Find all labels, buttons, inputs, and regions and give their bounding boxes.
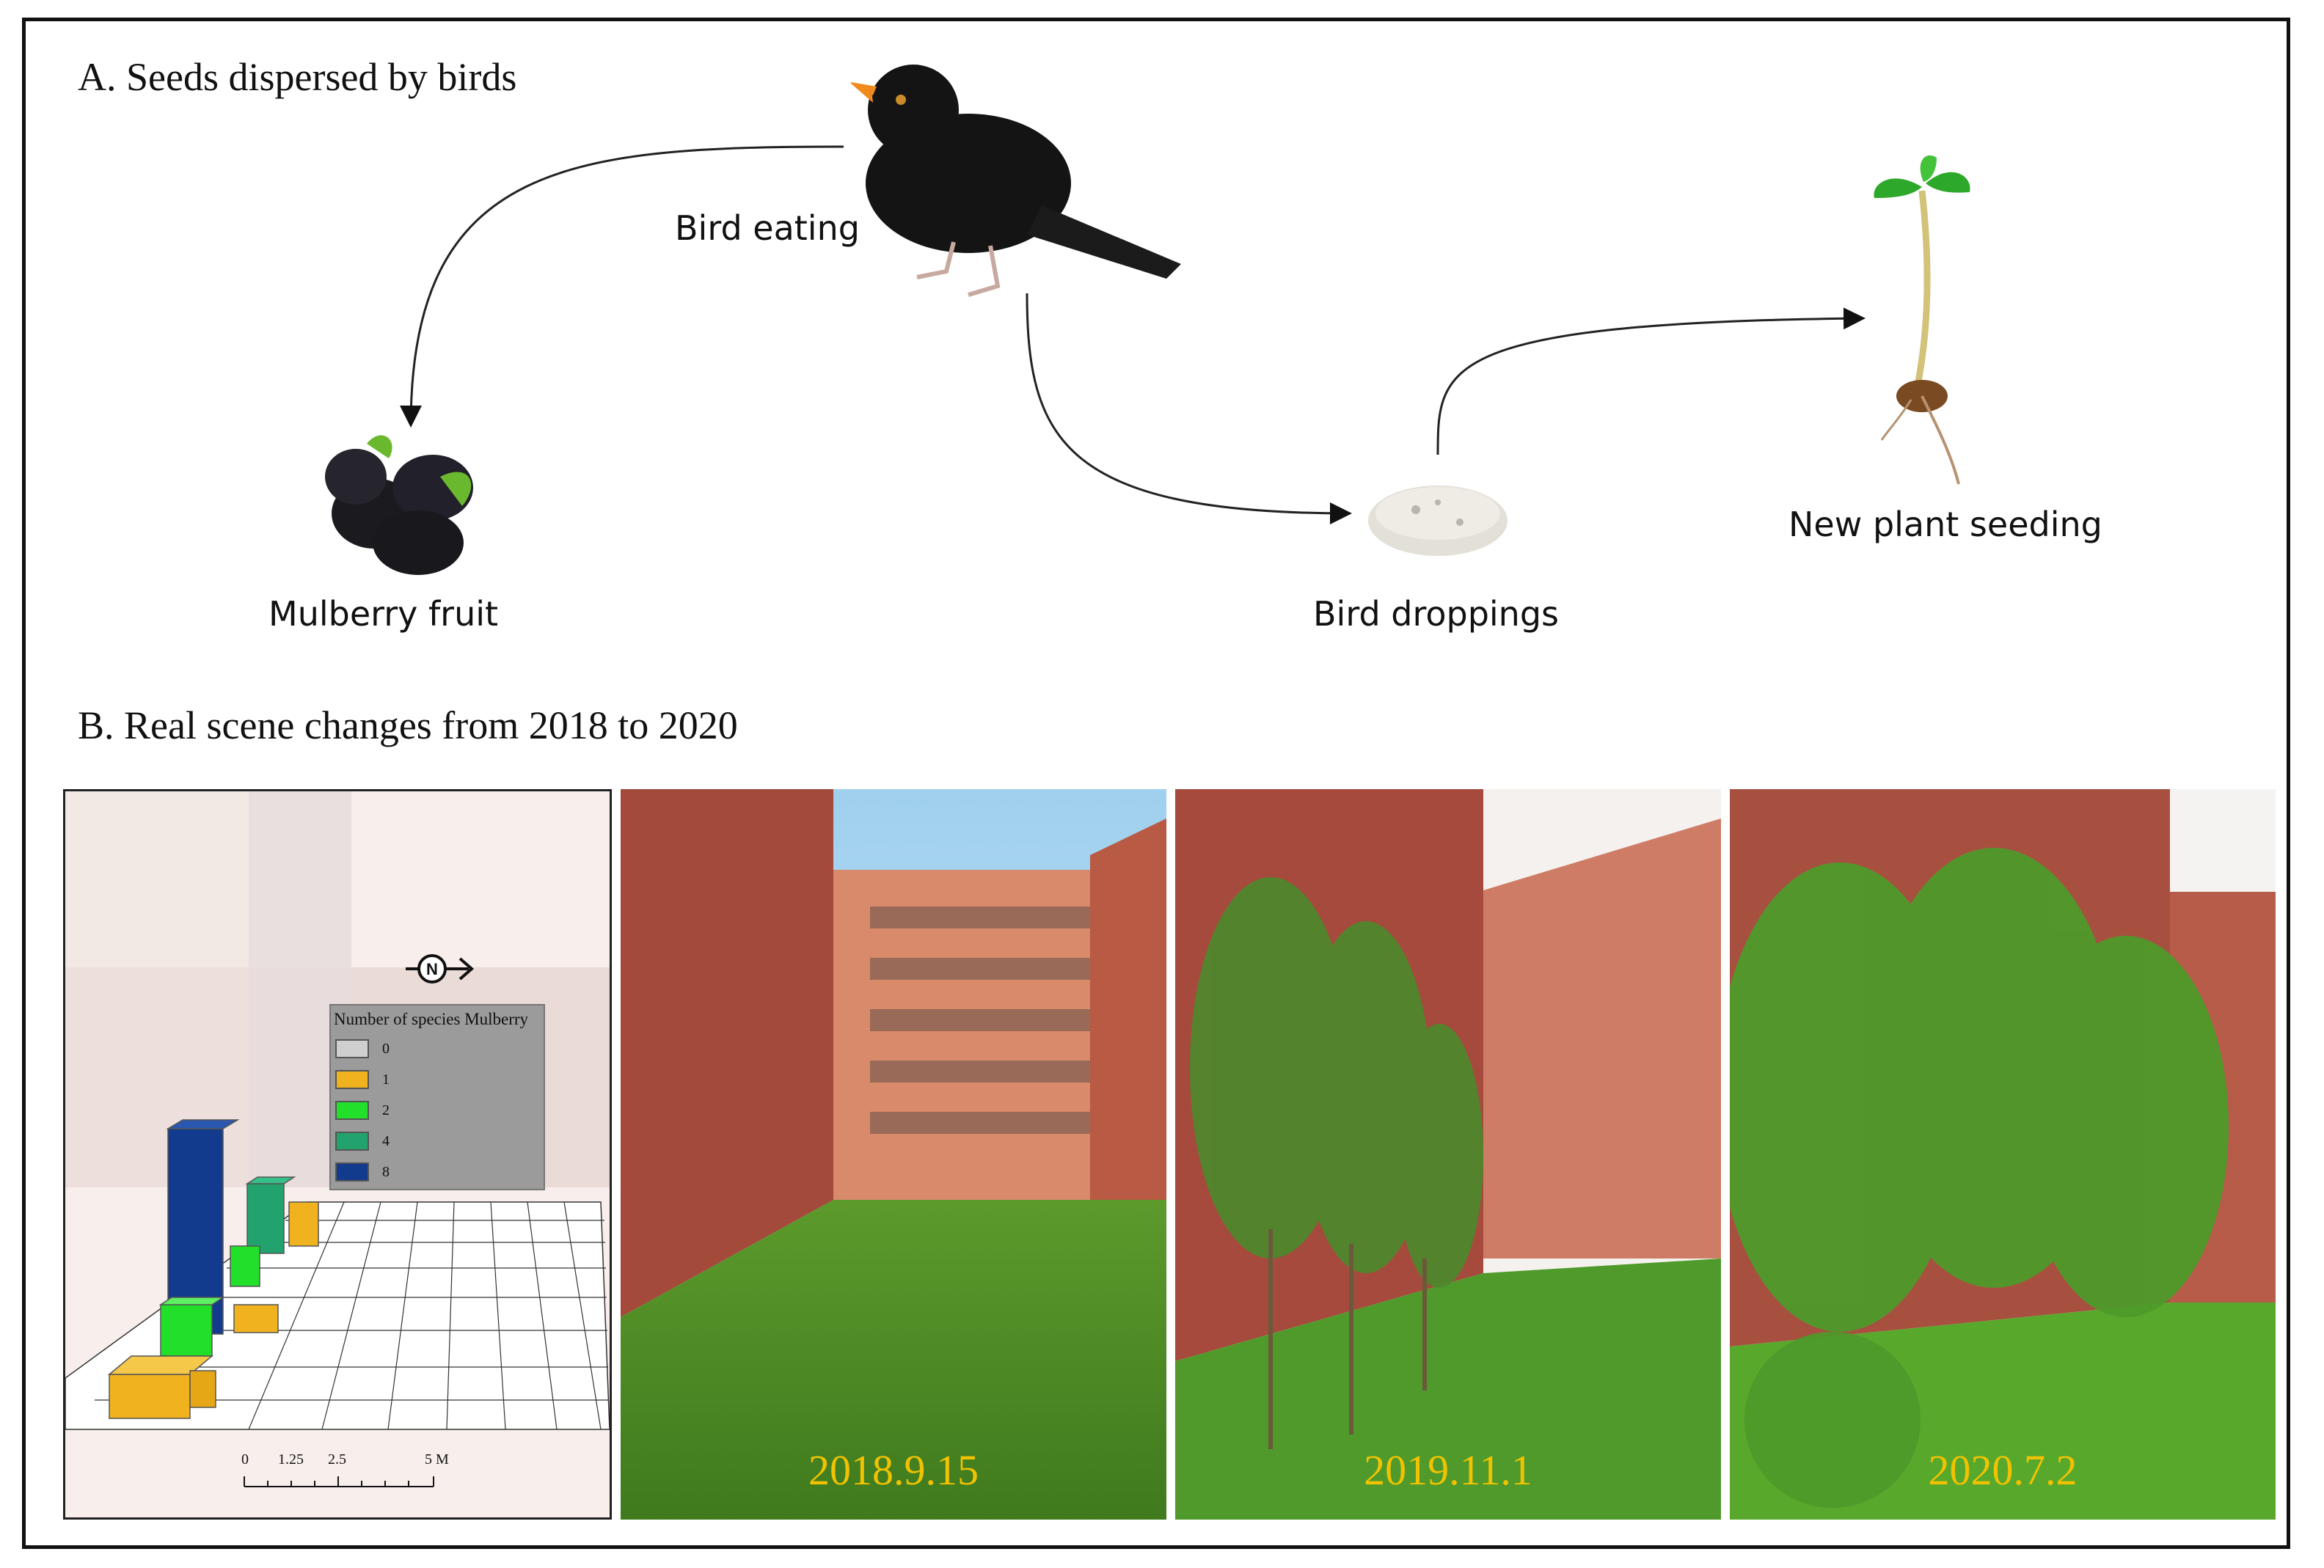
section-b-title: B. Real scene changes from 2018 to 2020: [78, 703, 738, 747]
photo-2019-scene: [1175, 789, 1721, 1520]
legend-item-label: 4: [382, 1132, 390, 1149]
photo-date: 2019.11.1: [1364, 1446, 1532, 1494]
scale-bar: [244, 1476, 434, 1487]
legend-item: 8: [331, 1157, 544, 1187]
label-bird-eating: Bird eating: [675, 208, 860, 248]
section-a-title: A. Seeds dispersed by birds: [78, 55, 517, 99]
legend-item-label: 1: [382, 1071, 390, 1088]
mulberry-distribution-model: N Number of species Mulberry 0 1 2 4 8 0…: [63, 789, 612, 1520]
photo-2020-scene: [1730, 789, 2276, 1520]
arrow-bird-to-droppings: [1026, 293, 1352, 524]
legend-item: 0: [331, 1033, 544, 1064]
seedling-illustration: [1874, 155, 1970, 485]
scale-tick-0: 0: [241, 1451, 249, 1468]
photo-2018-scene: [621, 789, 1166, 1520]
arrow-droppings-to-seedling: [1436, 307, 1866, 455]
dispersal-flow: [325, 65, 1970, 575]
legend-item-label: 8: [382, 1163, 390, 1180]
blackbird-illustration: [849, 65, 1181, 297]
legend-item-label: 0: [382, 1040, 390, 1057]
scale-tick-1: 1.25: [278, 1451, 304, 1468]
legend-title: Number of species Mulberry: [334, 1010, 529, 1028]
droppings-illustration: [1368, 486, 1508, 556]
photo-date: 2018.9.15: [808, 1446, 979, 1494]
label-mulberry-fruit: Mulberry fruit: [268, 594, 499, 634]
label-bird-droppings: Bird droppings: [1313, 594, 1560, 634]
scale-tick-2: 2.5: [328, 1451, 346, 1468]
legend-item: 1: [331, 1064, 544, 1095]
photo-date: 2020.7.2: [1928, 1446, 2078, 1494]
legend-item: 4: [331, 1126, 544, 1157]
mulberry-illustration: [325, 435, 473, 575]
model-legend: Number of species Mulberry 0 1 2 4 8: [329, 1004, 545, 1190]
north-arrow-icon: N: [406, 954, 475, 983]
legend-item: 2: [331, 1095, 544, 1126]
photo-2019: 2019.11.1: [1175, 789, 1721, 1520]
photo-2020: 2020.7.2: [1730, 789, 2276, 1520]
compass-letter: N: [426, 960, 438, 978]
scale-tick-3: 5 M: [425, 1451, 449, 1468]
label-new-plant-seeding: New plant seeding: [1788, 505, 2102, 544]
legend-item-label: 2: [382, 1102, 390, 1118]
arrow-bird-to-fruit: [400, 145, 844, 428]
photo-2018: 2018.9.15: [621, 789, 1166, 1520]
figure-frame: [22, 18, 2290, 1549]
